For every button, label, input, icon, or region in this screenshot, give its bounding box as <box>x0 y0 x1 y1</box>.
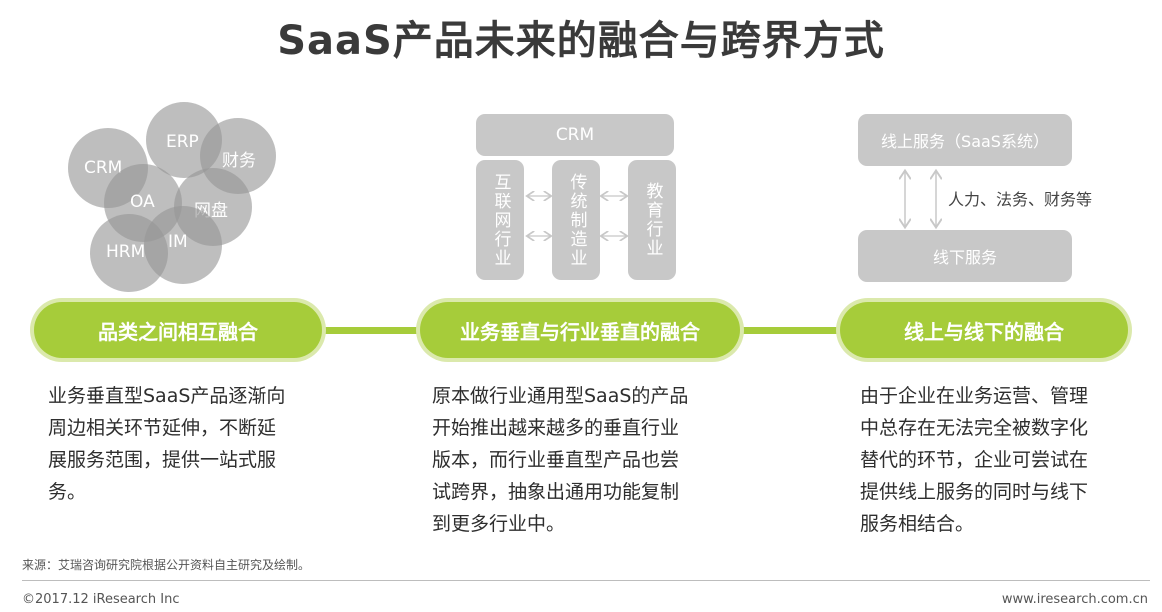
circle-label-finance: 财务 <box>222 151 256 171</box>
description-line: 周边相关环节延伸，不断延 <box>48 417 277 439</box>
description-line: 版本，而行业垂直型产品也尝 <box>432 449 680 471</box>
description-line: 由于企业在业务运营、管理 <box>860 385 1089 407</box>
pillar-label-education: 教育行业 <box>642 182 663 258</box>
copyright-text: ©2017.12 iResearch Inc <box>22 592 180 607</box>
circle-label-hrm: HRM <box>106 242 146 262</box>
page-title: SaaS产品未来的融合与跨界方式 <box>277 18 885 64</box>
description-line: 展服务范围，提供一站式服 <box>48 449 277 471</box>
timeline-node-online-offline-fusion: 线上与线下的融合 <box>840 302 1128 358</box>
circle-label-im: IM <box>168 232 188 252</box>
circle-label-erp: ERP <box>166 132 199 152</box>
description-line: 提供线上服务的同时与线下 <box>860 481 1089 503</box>
pillar-label-manufacturing: 传统制造业 <box>566 172 587 268</box>
crm-bar: CRM <box>476 114 674 156</box>
description-line: 务。 <box>48 481 87 503</box>
support-functions-label: 人力、法务、财务等 <box>948 190 1093 209</box>
pillar-internet: 互联网行业 <box>476 160 524 280</box>
pillar-manufacturing: 传统制造业 <box>552 160 600 280</box>
description-line: 开始推出越来越多的垂直行业 <box>432 417 680 439</box>
source-note: 来源：艾瑞咨询研究院根据公开资料自主研究及绘制。 <box>22 558 311 572</box>
timeline-node-category-fusion: 品类之间相互融合 <box>34 302 322 358</box>
circle-label-crm: CRM <box>84 158 123 178</box>
circle-im: IM <box>144 206 222 284</box>
pillar-education: 教育行业 <box>628 160 676 280</box>
description-line: 到更多行业中。 <box>432 513 566 535</box>
description-line: 服务相结合。 <box>860 513 975 535</box>
footer-divider <box>22 580 1150 581</box>
timeline-node-vertical-fusion: 业务垂直与行业垂直的融合 <box>420 302 740 358</box>
circle-label-oa: OA <box>130 192 155 212</box>
description-line: 中总存在无法完全被数字化 <box>860 417 1089 439</box>
offline-service-box: 线下服务 <box>858 230 1072 282</box>
website-url: www.iresearch.com.cn <box>1001 592 1148 607</box>
description-online-offline-fusion: 由于企业在业务运营、管理 中总存在无法完全被数字化 替代的环节，企业可尝试在 提… <box>860 380 1088 540</box>
description-vertical-fusion: 原本做行业通用型SaaS的产品 开始推出越来越多的垂直行业 版本，而行业垂直型产… <box>432 380 688 540</box>
online-service-box: 线上服务（SaaS系统） <box>858 114 1072 166</box>
description-line: 业务垂直型SaaS产品逐渐向 <box>48 385 286 407</box>
description-category-fusion: 业务垂直型SaaS产品逐渐向 周边相关环节延伸，不断延 展服务范围，提供一站式服… <box>48 380 285 508</box>
pillar-label-internet: 互联网行业 <box>490 172 511 268</box>
description-line: 试跨界，抽象出通用功能复制 <box>432 481 680 503</box>
description-line: 原本做行业通用型SaaS的产品 <box>432 385 689 407</box>
description-line: 替代的环节，企业可尝试在 <box>860 449 1089 471</box>
